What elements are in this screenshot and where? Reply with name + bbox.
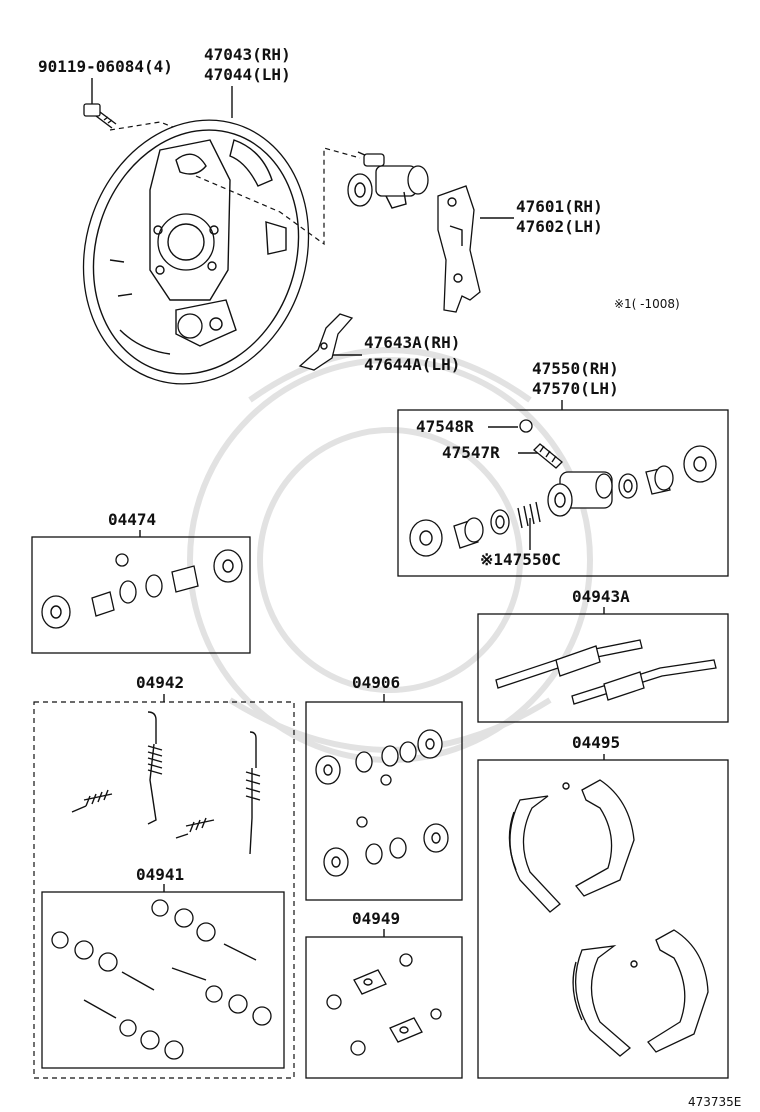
box-wheel-cylinder-assy bbox=[397, 409, 729, 577]
backing-plate-part bbox=[82, 119, 361, 385]
label-lever-lh: 47644A(LH) bbox=[364, 355, 460, 374]
label-bolt: 90119-06084(4) bbox=[38, 57, 173, 76]
label-bleeder-cap: 47548R bbox=[416, 417, 474, 436]
label-lever-rh: 47643A(RH) bbox=[364, 333, 460, 352]
label-kit-04474: 04474 bbox=[108, 510, 156, 529]
label-kit-04495: 04495 bbox=[572, 733, 620, 752]
box-kit-04495 bbox=[477, 759, 729, 1079]
kit-04906-parts bbox=[315, 729, 449, 877]
label-bleeder-plug: 47547R bbox=[442, 443, 500, 462]
label-diagram-code: 473735E bbox=[688, 1095, 741, 1109]
label-kit-04906: 04906 bbox=[352, 673, 400, 692]
kit-04943a-parts bbox=[495, 639, 717, 705]
label-cylinder-kit: ※147550C bbox=[480, 550, 561, 569]
wheel-cylinder-upper bbox=[347, 151, 429, 209]
box-kit-04941 bbox=[41, 891, 285, 1069]
label-note: ※1( -1008) bbox=[614, 297, 680, 311]
label-kit-04949: 04949 bbox=[352, 909, 400, 928]
wheel-cylinder-exploded bbox=[409, 419, 717, 557]
label-kit-04941: 04941 bbox=[136, 865, 184, 884]
label-wheel-cylinder-lh: 47570(LH) bbox=[532, 379, 619, 398]
bracket-part bbox=[437, 185, 481, 313]
kit-04949-parts bbox=[326, 953, 442, 1056]
label-kit-04943a: 04943A bbox=[572, 587, 630, 606]
label-bracket-lh: 47602(LH) bbox=[516, 217, 603, 236]
label-kit-04942: 04942 bbox=[136, 673, 184, 692]
box-kit-04474 bbox=[31, 536, 251, 654]
lever-part bbox=[298, 313, 354, 371]
box-kit-04906 bbox=[305, 701, 463, 901]
kit-04941-parts bbox=[51, 899, 272, 1060]
kit-04942-springs bbox=[71, 711, 261, 855]
kit-04495-brake-shoes bbox=[508, 779, 709, 1057]
label-backing-plate-lh: 47044(LH) bbox=[204, 65, 291, 84]
box-kit-04943a bbox=[477, 613, 729, 723]
kit-04474-parts bbox=[41, 549, 243, 629]
box-kit-04942 bbox=[33, 701, 295, 1079]
label-backing-plate-rh: 47043(RH) bbox=[204, 45, 291, 64]
label-bracket-rh: 47601(RH) bbox=[516, 197, 603, 216]
leader-lines bbox=[91, 78, 605, 937]
box-kit-04949 bbox=[305, 936, 463, 1079]
label-wheel-cylinder-rh: 47550(RH) bbox=[532, 359, 619, 378]
